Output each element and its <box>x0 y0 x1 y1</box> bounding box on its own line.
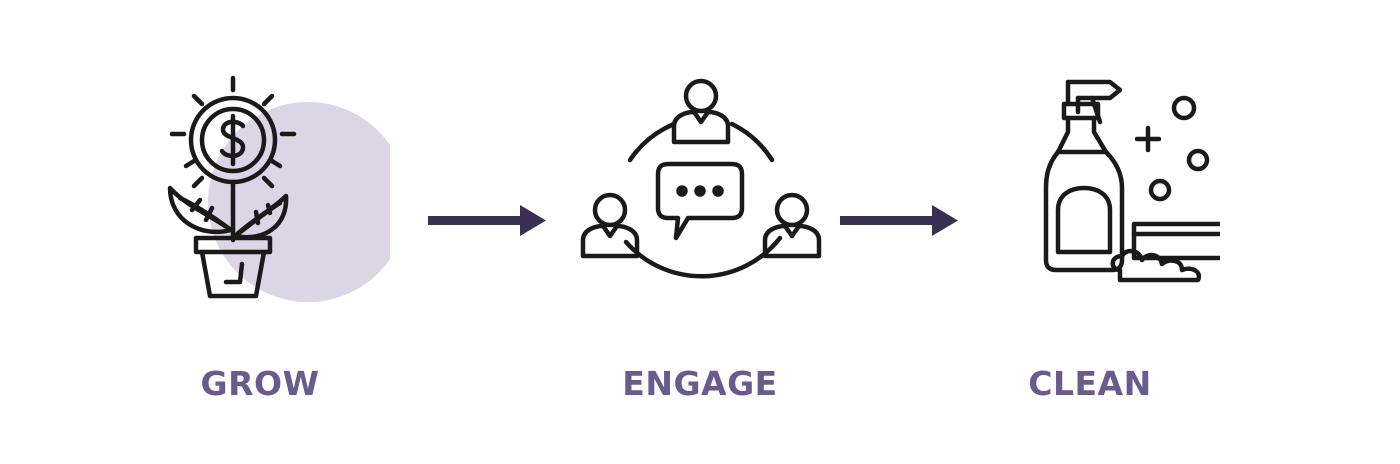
money-plant-icon <box>130 60 390 310</box>
arrow-right-icon <box>840 203 958 237</box>
step-label-grow: GROW <box>200 364 320 403</box>
step-clean: CLEAN <box>910 0 1270 464</box>
step-engage: ENGAGE <box>520 0 880 464</box>
step-grow: GROW <box>80 0 440 464</box>
step-label-engage: ENGAGE <box>622 364 778 403</box>
step-label-clean: CLEAN <box>1028 364 1152 403</box>
cleaning-supplies-icon <box>960 60 1220 310</box>
team-discussion-icon <box>570 60 830 310</box>
arrow-right-icon <box>428 203 546 237</box>
